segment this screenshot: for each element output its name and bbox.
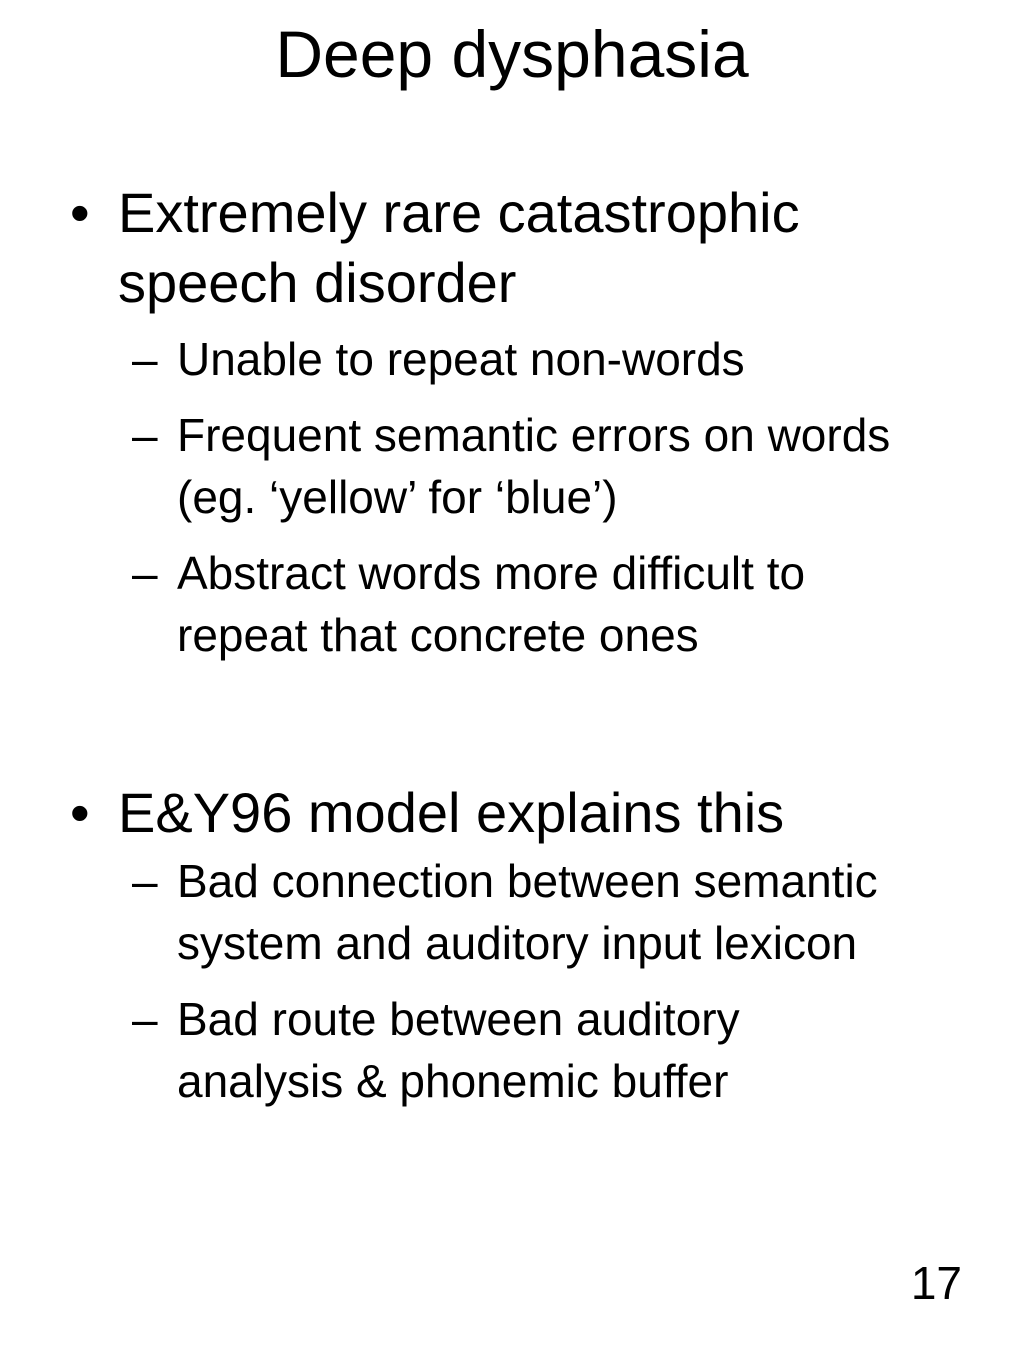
bullet-text: E&Y96 model explains this bbox=[118, 781, 785, 844]
slide-content: • Extremely rare catastrophic speech dis… bbox=[0, 178, 1024, 1112]
bullet-marker: • bbox=[70, 181, 90, 244]
sub-bullet-item: – Bad route between auditory analysis & … bbox=[0, 988, 917, 1112]
sub-bullet-item: – Bad connection between semantic system… bbox=[0, 850, 917, 974]
sub-bullet-marker: – bbox=[132, 547, 158, 599]
sub-bullet-text: Unable to repeat non-words bbox=[177, 333, 745, 385]
sub-bullet-text: Bad connection between semantic system a… bbox=[177, 855, 878, 969]
sub-bullet-marker: – bbox=[132, 409, 158, 461]
sub-bullet-marker: – bbox=[132, 993, 158, 1045]
sub-bullet-text: Bad route between auditory analysis & ph… bbox=[177, 993, 740, 1107]
sub-bullet-marker: – bbox=[132, 855, 158, 907]
bullet-text: Extremely rare catastrophic speech disor… bbox=[118, 181, 800, 314]
sub-bullet-marker: – bbox=[132, 333, 158, 385]
bullet-item: • Extremely rare catastrophic speech dis… bbox=[0, 178, 878, 318]
sub-bullet-text: Abstract words more difficult to repeat … bbox=[177, 547, 806, 661]
page-number: 17 bbox=[910, 1257, 962, 1309]
sub-bullet-item: – Frequent semantic errors on words (eg.… bbox=[0, 404, 917, 528]
sub-bullet-item: – Unable to repeat non-words bbox=[0, 328, 917, 390]
bullet-item: • E&Y96 model explains this bbox=[0, 778, 878, 848]
sub-bullet-item: – Abstract words more difficult to repea… bbox=[0, 542, 917, 666]
bullet-marker: • bbox=[70, 781, 90, 844]
sub-bullet-text: Frequent semantic errors on words (eg. ‘… bbox=[177, 409, 891, 523]
slide-title: Deep dysphasia bbox=[275, 17, 749, 91]
